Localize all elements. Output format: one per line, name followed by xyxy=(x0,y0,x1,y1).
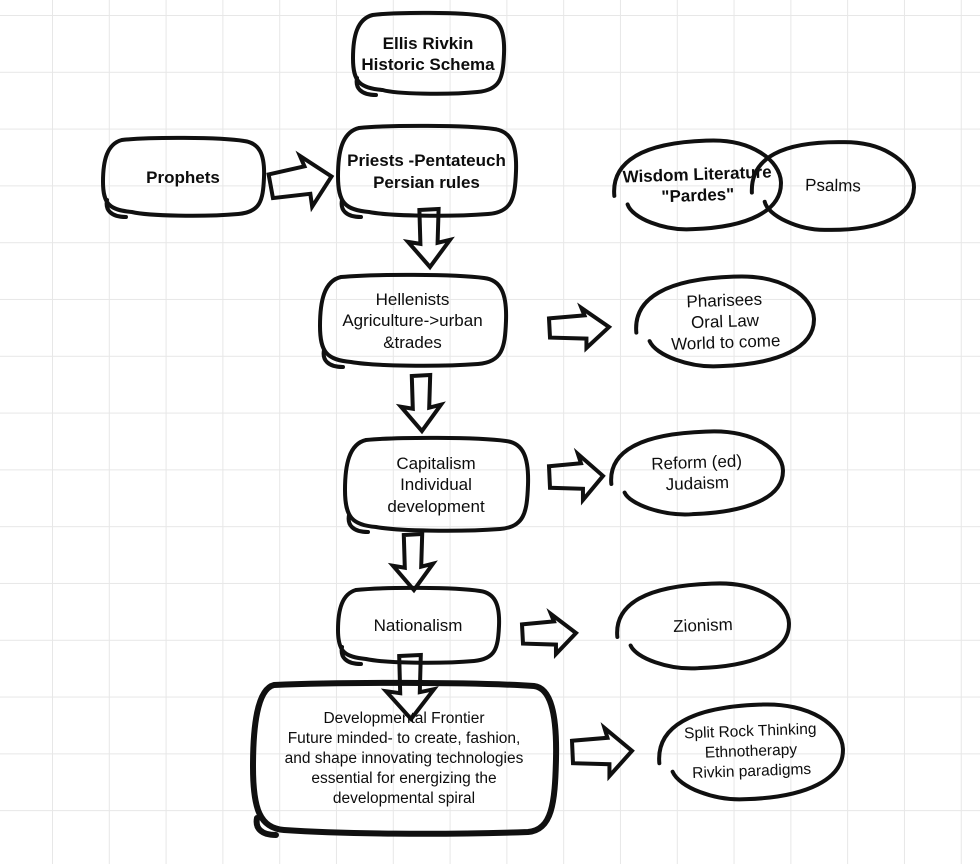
arrow-capitalism-to-nationalism-icon[interactable] xyxy=(387,531,438,594)
arrow-hellenists-to-pharisees-icon[interactable] xyxy=(545,302,613,353)
node-zionism-label: Zionism xyxy=(672,615,734,637)
node-shape-outline xyxy=(615,581,791,671)
node-shape-outline xyxy=(749,140,916,232)
node-wisdom-literature[interactable]: Wisdom Literature "Pardes" xyxy=(608,134,786,236)
node-shape-outline xyxy=(634,274,816,369)
node-reform-judaism[interactable]: Reform (ed) Judaism xyxy=(605,425,788,521)
arrow-prophets-to-priests-icon[interactable] xyxy=(262,147,340,216)
node-shape-outline xyxy=(249,679,560,838)
node-developmental-frontier-label: Developmental Frontier Future minded- to… xyxy=(284,710,524,807)
node-reform-judaism-label: Reform (ed) Judaism xyxy=(650,451,743,495)
node-prophets-label: Prophets xyxy=(146,167,220,187)
node-title[interactable]: Ellis Rivkin Historic Schema xyxy=(348,10,508,98)
arrow-capitalism-to-reform-icon[interactable] xyxy=(545,447,607,506)
node-shape-outline xyxy=(387,531,438,594)
node-pharisees[interactable]: Pharisees Oral Law World to come xyxy=(630,270,819,373)
node-shape-outline xyxy=(350,10,507,97)
node-prophets[interactable]: Prophets xyxy=(98,135,268,220)
arrow-nationalism-to-frontier-icon[interactable] xyxy=(380,652,439,723)
node-psalms[interactable]: Psalms xyxy=(747,137,919,236)
node-hellenists-label: Hellenists Agriculture->urban &trades xyxy=(342,290,483,352)
node-shape-outline xyxy=(335,123,519,219)
node-shape-outline xyxy=(657,702,845,802)
node-priests-label: Priests -Pentateuch Persian rules xyxy=(347,151,506,192)
arrow-nationalism-to-zionism-icon[interactable] xyxy=(518,607,580,659)
arrow-priests-to-hellenists-icon[interactable] xyxy=(402,206,455,271)
node-capitalism[interactable]: Capitalism Individual development xyxy=(340,435,532,535)
node-zionism[interactable]: Zionism xyxy=(611,577,794,675)
node-pharisees-label: Pharisees Oral Law World to come xyxy=(670,289,781,354)
node-shape-outline xyxy=(546,302,613,353)
node-psalms-label: Psalms xyxy=(804,175,862,196)
node-shape-outline xyxy=(609,429,785,517)
node-shape-outline xyxy=(569,722,635,782)
arrow-hellenists-to-capitalism-icon[interactable] xyxy=(395,372,446,435)
node-capitalism-label: Capitalism Individual development xyxy=(387,454,485,516)
node-split-rock[interactable]: Split Rock Thinking Ethnotherapy Rivkin … xyxy=(653,698,848,807)
node-shape-outline xyxy=(519,607,579,659)
node-shape-outline xyxy=(402,206,455,271)
node-shape-outline xyxy=(395,372,446,435)
node-shape-outline xyxy=(317,272,509,369)
node-nationalism-label: Nationalism xyxy=(373,616,463,636)
node-priests[interactable]: Priests -Pentateuch Persian rules xyxy=(333,123,520,220)
node-shape-outline xyxy=(546,447,606,506)
arrow-frontier-to-splitrock-icon[interactable] xyxy=(568,722,636,782)
node-nationalism[interactable]: Nationalism xyxy=(333,585,503,667)
node-hellenists[interactable]: Hellenists Agriculture->urban &trades xyxy=(315,272,510,370)
node-shape-outline xyxy=(380,652,439,723)
node-title-label: Ellis Rivkin Historic Schema xyxy=(361,33,495,74)
node-shape-outline xyxy=(335,585,502,666)
node-split-rock-label: Split Rock Thinking Ethnotherapy Rivkin … xyxy=(683,720,817,782)
node-developmental-frontier[interactable]: Developmental Frontier Future minded- to… xyxy=(248,679,560,838)
node-shape-outline xyxy=(100,135,267,219)
node-shape-outline xyxy=(342,435,531,534)
node-shape-outline xyxy=(612,138,783,232)
node-shape-outline xyxy=(266,150,335,213)
